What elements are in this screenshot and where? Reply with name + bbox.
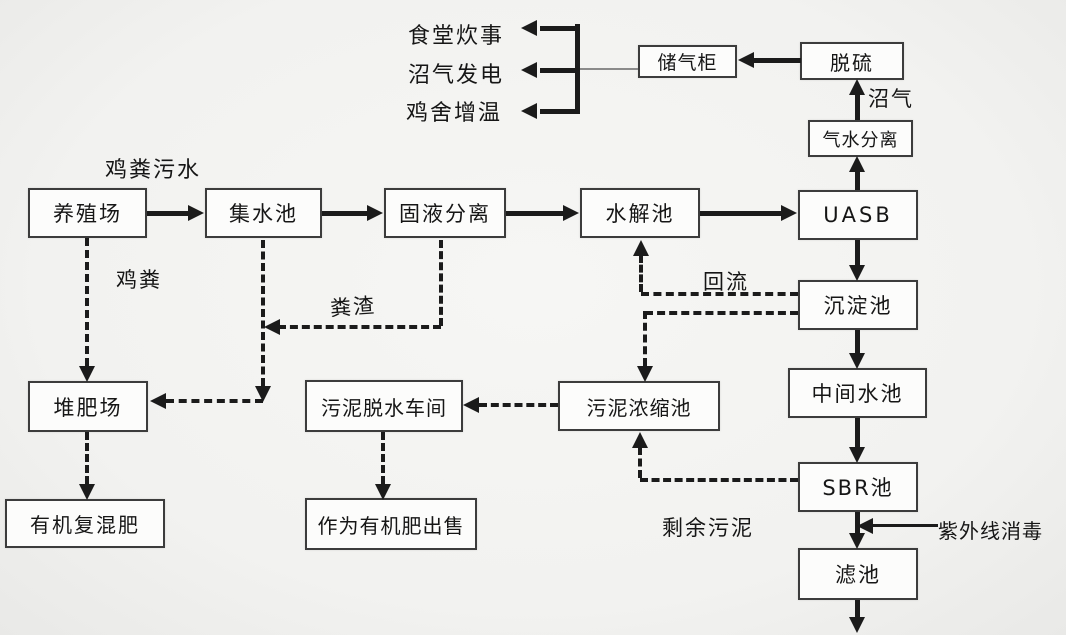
label-biogas-power-generation: 沼气发电 <box>408 63 505 88</box>
arrow-intermediate-to-sbr-head <box>849 447 865 463</box>
dashed-farm-to-compost-head <box>79 366 95 382</box>
dashed-into-compost-head <box>150 393 166 409</box>
label-chicken-manure-wastewater: 鸡粪污水 <box>105 158 202 183</box>
arrow-collect-to-separation-shaft <box>322 211 368 216</box>
node-filter-pool: 滤池 <box>798 548 918 600</box>
label-canteen-cooking: 食堂炊事 <box>408 24 505 49</box>
dashed-dewatering-to-sell-line <box>381 432 385 484</box>
dashed-sbr-to-thickening-head <box>632 432 648 448</box>
arrow-gaswater-to-desulf-head <box>849 79 865 95</box>
arrow-sbr-to-filter-head <box>849 533 865 549</box>
dashed-reflux-head <box>633 240 649 256</box>
node-solid-liquid-separation: 固液分离 <box>384 188 506 238</box>
node-gas-water-separation: 气水分离 <box>808 120 913 157</box>
node-farm: 养殖场 <box>28 188 147 238</box>
arrow-farm-to-collect-shaft <box>147 211 189 216</box>
arrow-separation-to-hydrolysis-head <box>563 205 579 221</box>
gasholder-to-bracket-line <box>580 68 638 70</box>
arrow-desulf-to-gasholder-head <box>738 52 754 68</box>
dashed-manure-residue-head <box>264 319 280 335</box>
arrow-uasb-to-gaswater-head <box>849 156 865 172</box>
node-hydrolysis-pool: 水解池 <box>580 188 700 238</box>
label-biogas: 沼气 <box>868 87 914 111</box>
label-reflux: 回流 <box>703 270 749 294</box>
uv-disinfection-line <box>868 524 938 527</box>
dashed-sedimentation-to-thickening-horizontal-line <box>645 311 798 315</box>
arrow-to-heating-shaft <box>540 109 580 114</box>
arrow-uasb-to-gaswater-shaft <box>855 170 860 190</box>
arrow-intermediate-to-sbr-shaft <box>855 418 860 448</box>
dashed-reflux-vertical-line <box>639 255 643 292</box>
dashed-separation-down-line <box>439 240 443 326</box>
dashed-reflux-horizontal-line <box>641 292 798 296</box>
arrow-to-canteen-shaft <box>540 26 580 31</box>
dashed-thickening-to-dewatering-line <box>479 403 558 407</box>
node-gas-holder: 储气柜 <box>638 45 737 78</box>
node-sludge-dewatering-workshop: 污泥脱水车间 <box>305 380 463 432</box>
biogas-uses-bracket-line <box>575 24 580 114</box>
node-organic-compound-fertilizer: 有机复混肥 <box>5 499 165 548</box>
arrow-separation-to-hydrolysis-shaft <box>506 211 564 216</box>
node-sludge-thickening-pool: 污泥浓缩池 <box>558 381 720 431</box>
arrow-sedimentation-to-intermediate-shaft <box>855 330 860 354</box>
arrow-uasb-to-sedimentation-head <box>849 265 865 281</box>
arrow-to-power-head <box>521 62 537 78</box>
label-chicken-manure: 鸡粪 <box>116 268 162 292</box>
arrow-uasb-to-sedimentation-shaft <box>855 240 860 266</box>
node-uasb: UASB <box>798 190 918 240</box>
arrow-filter-outflow-head <box>849 617 865 633</box>
dashed-compost-to-fertilizer-line <box>85 432 89 484</box>
dashed-compost-to-fertilizer-head <box>79 484 95 500</box>
arrow-to-heating-head <box>521 103 537 119</box>
dashed-thickening-to-dewatering-head <box>463 397 479 413</box>
node-sold-as-organic-fertilizer: 作为有机肥出售 <box>305 498 477 550</box>
label-manure-residue: 粪渣 <box>329 293 377 321</box>
node-sbr-pool: SBR池 <box>798 462 918 512</box>
arrow-filter-outflow-shaft <box>855 600 860 618</box>
arrow-farm-to-collect-head <box>188 205 204 221</box>
node-collecting-pool: 集水池 <box>205 188 322 238</box>
arrow-hydrolysis-to-uasb-head <box>781 205 797 221</box>
label-uv-disinfection: 紫外线消毒 <box>938 519 1043 543</box>
dashed-sbr-to-thickening-vertical-line <box>638 447 642 478</box>
dashed-collect-down-line <box>261 240 265 386</box>
dashed-dewatering-to-sell-head <box>375 484 391 500</box>
label-excess-sludge: 剩余污泥 <box>662 516 754 540</box>
dashed-sedimentation-to-thickening-vertical-line <box>643 311 647 366</box>
arrow-gaswater-to-desulf-shaft <box>855 92 860 120</box>
dashed-into-compost-line <box>166 399 263 403</box>
arrow-collect-to-separation-head <box>367 205 383 221</box>
arrow-desulf-to-gasholder-shaft <box>753 58 801 63</box>
label-coop-heating: 鸡舍增温 <box>406 101 503 126</box>
dashed-sedimentation-to-thickening-head <box>637 366 653 382</box>
uv-disinfection-line-head <box>857 518 873 534</box>
dashed-farm-to-compost-line <box>85 238 89 366</box>
node-intermediate-pool: 中间水池 <box>788 368 927 418</box>
node-composting-site: 堆肥场 <box>28 381 148 432</box>
dashed-collect-down-head <box>255 386 271 402</box>
arrow-sedimentation-to-intermediate-head <box>849 353 865 369</box>
node-desulfurization: 脱硫 <box>800 42 904 80</box>
dashed-sbr-to-thickening-horizontal-line <box>640 478 798 482</box>
dashed-manure-residue-line <box>278 325 441 329</box>
node-sedimentation-pool: 沉淀池 <box>798 280 918 330</box>
arrow-hydrolysis-to-uasb-shaft <box>700 211 782 216</box>
arrow-to-canteen-head <box>521 20 537 36</box>
arrow-to-power-shaft <box>540 68 580 73</box>
